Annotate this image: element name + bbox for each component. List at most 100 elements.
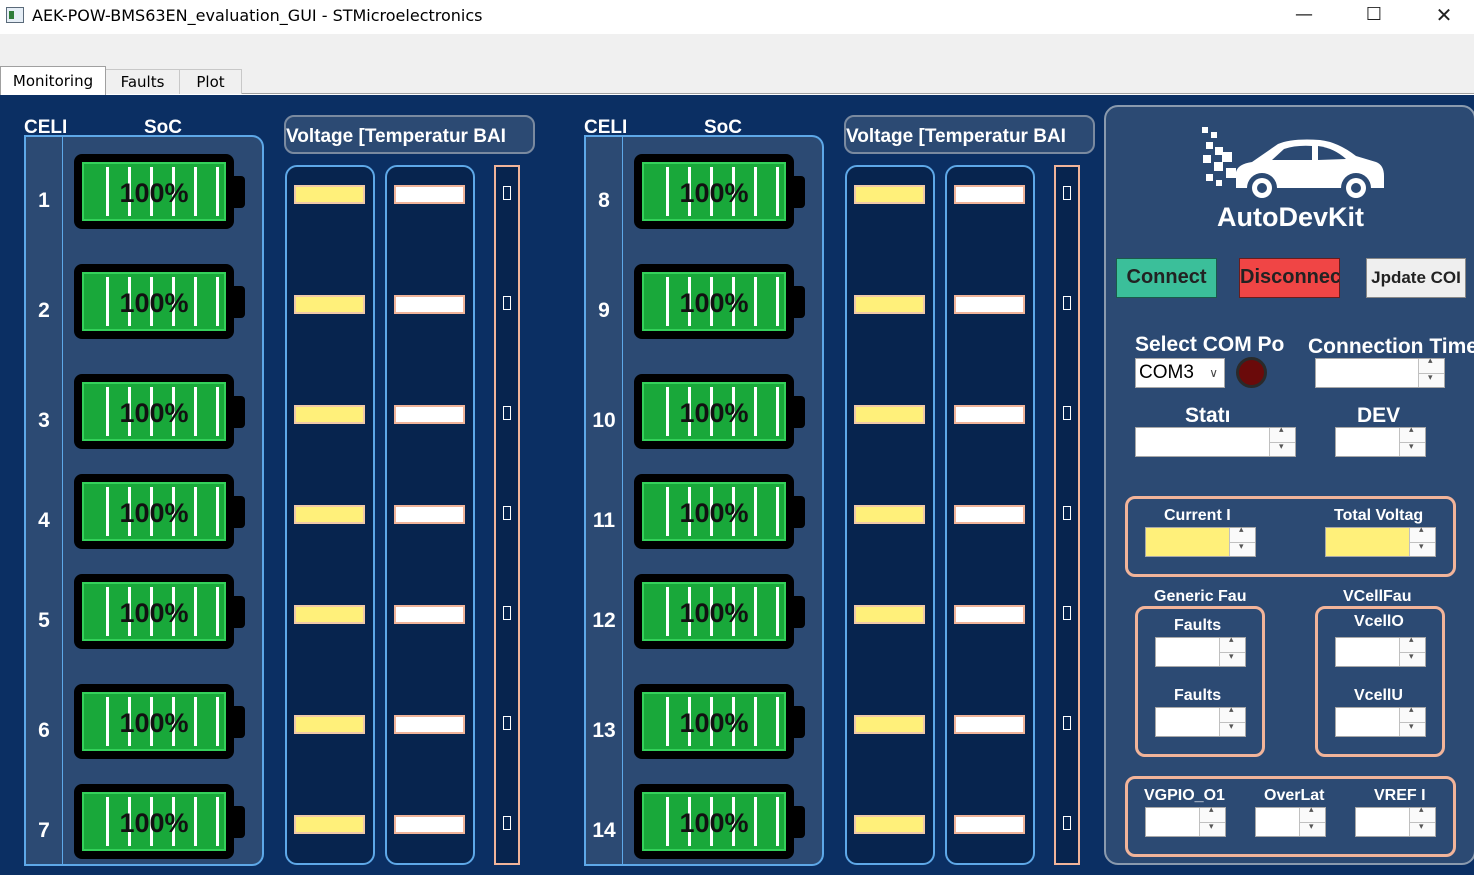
spin-arrows-icon[interactable]: [1219, 705, 1245, 736]
update-com-button[interactable]: Jpdate COI: [1366, 258, 1466, 298]
cell-voltage-field: [294, 405, 365, 424]
faults-1-field[interactable]: [1155, 635, 1246, 667]
battery-segment: [150, 587, 153, 636]
battery-terminal: [793, 596, 805, 628]
battery-segment: [172, 167, 175, 216]
cell-number: 10: [592, 409, 616, 432]
soc-percent: 100%: [679, 708, 749, 738]
voltage-temperature-balance-header: Voltage [Temperatur BAI: [844, 115, 1095, 154]
balance-indicator: [1063, 716, 1071, 730]
connection-status-led: [1236, 357, 1267, 388]
battery-segment: [710, 387, 713, 436]
spin-arrows-icon[interactable]: [1229, 525, 1255, 556]
battery-fill: 100%: [642, 162, 786, 221]
vref-field[interactable]: [1355, 805, 1436, 837]
spin-arrows-icon[interactable]: [1199, 805, 1225, 836]
battery-segment: [216, 387, 219, 436]
total-voltage-field[interactable]: [1325, 525, 1436, 557]
faults-2-field[interactable]: [1155, 705, 1246, 737]
battery-segment: [150, 697, 153, 746]
current-field[interactable]: [1145, 525, 1256, 557]
battery-segment: [710, 697, 713, 746]
battery-fill: 100%: [82, 382, 226, 441]
battery-terminal: [233, 496, 245, 528]
battery-segment: [194, 487, 197, 536]
tab-plot[interactable]: Plot: [179, 69, 242, 94]
battery-segment: [216, 587, 219, 636]
battery-terminal: [793, 806, 805, 838]
battery-segment: [128, 697, 131, 746]
generic-faults-frame: [1135, 606, 1265, 757]
dev-field[interactable]: [1335, 425, 1426, 457]
cell-voltage-field: [854, 405, 925, 424]
spin-arrows-icon[interactable]: [1409, 805, 1435, 836]
battery-soc-indicator: 100%: [634, 784, 805, 859]
cell-temperature-field: [954, 405, 1025, 424]
cell-voltage-field: [854, 605, 925, 624]
soc-percent: 100%: [119, 178, 189, 208]
connection-time-field[interactable]: [1315, 356, 1445, 388]
com-port-select[interactable]: COM3 ∨: [1135, 358, 1225, 388]
cell-temperature-field: [394, 295, 465, 314]
tab-monitoring[interactable]: Monitoring: [0, 66, 106, 95]
battery-segment: [666, 167, 669, 216]
battery-segment: [172, 277, 175, 326]
tab-faults[interactable]: Faults: [105, 69, 180, 94]
battery-soc-indicator: 100%: [634, 684, 805, 759]
cell-number: 11: [592, 509, 616, 532]
battery-segment: [150, 277, 153, 326]
overlat-field[interactable]: [1255, 805, 1326, 837]
connect-button[interactable]: Connect: [1116, 258, 1217, 298]
soc-percent: 100%: [679, 808, 749, 838]
maximize-button[interactable]: ☐: [1365, 4, 1383, 25]
cell-number: 14: [592, 819, 616, 842]
menu-strip: [0, 34, 1474, 70]
spin-arrows-icon[interactable]: [1399, 425, 1425, 456]
tab-bar: Monitoring Faults Plot: [0, 66, 1474, 95]
vcell-o-field[interactable]: [1335, 635, 1426, 667]
status-field[interactable]: [1135, 425, 1296, 457]
battery-segment: [106, 167, 109, 216]
references-frame: [1125, 776, 1456, 857]
vcell-faults-frame: [1315, 606, 1445, 757]
spin-arrows-icon[interactable]: [1399, 635, 1425, 666]
spin-arrows-icon[interactable]: [1219, 635, 1245, 666]
cell-voltage-field: [854, 815, 925, 834]
cell-number: 2: [38, 299, 50, 322]
soc-percent: 100%: [119, 598, 189, 628]
battery-segment: [710, 797, 713, 846]
balance-indicator: [503, 296, 511, 310]
battery-fill: 100%: [82, 792, 226, 851]
battery-segment: [150, 487, 153, 536]
balance-indicator: [1063, 506, 1071, 520]
close-button[interactable]: ✕: [1435, 3, 1453, 27]
spin-arrows-icon[interactable]: [1399, 705, 1425, 736]
vgpio-field[interactable]: [1145, 805, 1226, 837]
balance-indicator: [503, 506, 511, 520]
spin-arrows-icon[interactable]: [1299, 805, 1325, 836]
cell-number: 12: [592, 609, 616, 632]
cell-temperature-field: [954, 815, 1025, 834]
spin-arrows-icon[interactable]: [1409, 525, 1435, 556]
battery-segment: [754, 697, 757, 746]
battery-segment: [710, 487, 713, 536]
cell-voltage-field: [854, 185, 925, 204]
battery-terminal: [233, 596, 245, 628]
battery-segment: [776, 487, 779, 536]
vcell-u-field[interactable]: [1335, 705, 1426, 737]
minimize-button[interactable]: —: [1295, 4, 1313, 25]
battery-segment: [128, 387, 131, 436]
battery-soc-indicator: 100%: [634, 474, 805, 549]
battery-segment: [710, 277, 713, 326]
battery-terminal: [233, 396, 245, 428]
disconnect-button[interactable]: Disconnec: [1239, 258, 1340, 298]
battery-segment: [732, 387, 735, 436]
battery-soc-indicator: 100%: [74, 784, 245, 859]
spin-arrows-icon[interactable]: [1418, 356, 1444, 387]
cell-column-header: CELI: [24, 117, 68, 138]
balance-indicator: [503, 716, 511, 730]
cell-voltage-field: [854, 715, 925, 734]
vcell-o-label: VcellO: [1354, 613, 1404, 630]
battery-segment: [216, 277, 219, 326]
spin-arrows-icon[interactable]: [1269, 425, 1295, 456]
